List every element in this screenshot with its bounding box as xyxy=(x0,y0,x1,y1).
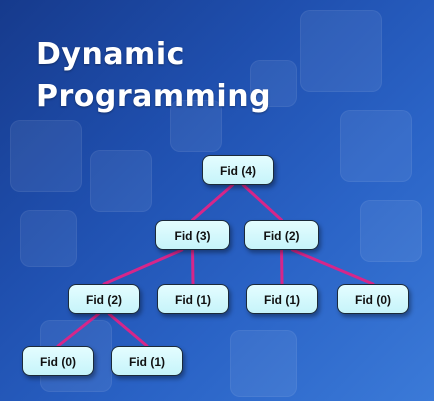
tree-edge xyxy=(102,248,184,286)
tree-node-fid-1: Fid (1) xyxy=(157,284,229,314)
background-tile xyxy=(90,150,152,212)
background-tile xyxy=(10,120,82,192)
background-tile xyxy=(230,330,297,397)
background-tile xyxy=(250,60,297,107)
tree-edge xyxy=(191,183,235,222)
background-tile xyxy=(300,10,382,92)
tree-node-fid-2: Fid (2) xyxy=(68,284,140,314)
tree-node-fid-2: Fid (2) xyxy=(244,220,319,250)
tree-edge xyxy=(107,312,149,348)
title-line-2: Programming xyxy=(36,79,272,114)
tree-node-fid-1: Fid (1) xyxy=(246,284,318,314)
tree-edge xyxy=(290,248,375,286)
tree-node-fid-1: Fid (1) xyxy=(111,346,183,376)
title-line-1: Dynamic xyxy=(36,37,185,72)
tree-edge xyxy=(241,183,283,222)
tree-node-fid-0: Fid (0) xyxy=(337,284,409,314)
slide-title: Dynamic Programming xyxy=(36,34,271,118)
tree-edge xyxy=(56,312,100,348)
tree-node-fid-3: Fid (3) xyxy=(155,220,230,250)
background-tile xyxy=(360,200,422,262)
background-tile xyxy=(170,100,222,152)
background-tile xyxy=(340,110,412,182)
tree-node-fid-4: Fid (4) xyxy=(202,155,274,185)
tree-node-fid-0: Fid (0) xyxy=(22,346,94,376)
background-tile xyxy=(20,210,77,267)
